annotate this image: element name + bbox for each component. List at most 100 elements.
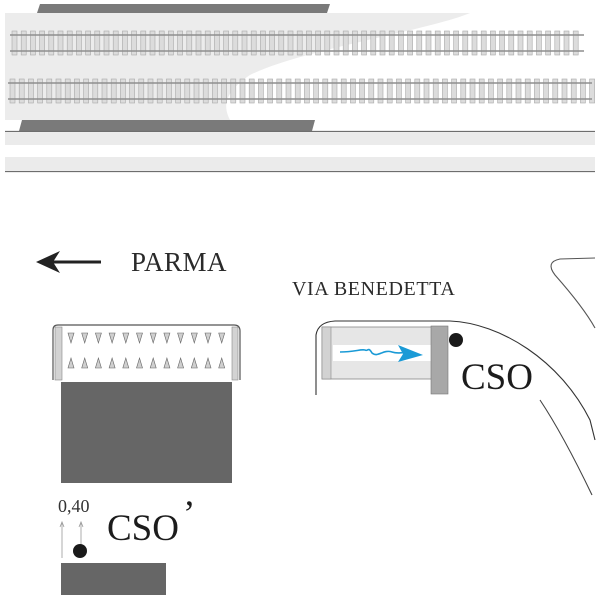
manhole-dot-secondary-icon: [73, 544, 87, 558]
sleeper: [186, 30, 193, 56]
sleeper: [92, 78, 99, 104]
grate-drop-icon: [177, 332, 185, 345]
sleeper: [276, 78, 283, 104]
sleeper: [37, 78, 43, 104]
grate-drop-icon: [204, 332, 212, 345]
sleeper: [258, 78, 264, 104]
grate-structure: [52, 324, 241, 381]
sleeper: [444, 30, 450, 56]
sleeper: [563, 30, 570, 56]
sleeper: [120, 78, 126, 104]
sleeper: [232, 30, 239, 56]
grate-drop-icon: [190, 356, 198, 369]
track-1: [10, 30, 584, 56]
sleeper: [138, 78, 145, 104]
sleeper: [460, 78, 467, 104]
sleeper: [352, 30, 358, 56]
grate-drop-icon: [218, 356, 226, 369]
sleeper: [239, 78, 246, 104]
sleeper: [129, 78, 135, 104]
sleeper: [147, 78, 154, 104]
road-band-2: [5, 157, 595, 170]
sleeper: [545, 30, 551, 56]
sleeper: [177, 30, 183, 56]
sleeper: [572, 30, 579, 56]
track-2: [8, 78, 595, 104]
grate-drop-icon: [108, 356, 116, 369]
cso-secondary-text: CSO: [107, 508, 179, 549]
sleeper: [451, 78, 457, 104]
sleeper: [490, 30, 496, 56]
sleeper: [103, 30, 110, 56]
sleeper: [331, 78, 338, 104]
sleeper: [469, 78, 476, 104]
sleeper: [204, 30, 211, 56]
sleeper: [432, 78, 439, 104]
sleeper: [398, 30, 404, 56]
sleeper: [350, 78, 356, 104]
sleeper: [386, 78, 393, 104]
grate-drop-icon: [81, 332, 89, 345]
sleeper: [359, 78, 365, 104]
grate-drop-icon: [163, 332, 171, 345]
sleeper: [368, 78, 375, 104]
sleeper: [552, 78, 559, 104]
sleeper: [18, 78, 25, 104]
sleeper: [524, 78, 531, 104]
sleeper: [416, 30, 423, 56]
grate-drop-icon: [177, 356, 185, 369]
dimension-label: 0,40: [58, 496, 90, 516]
sleeper: [434, 30, 441, 56]
sleeper: [414, 78, 421, 104]
sleeper: [20, 30, 27, 56]
sleeper: [534, 78, 540, 104]
sleeper: [536, 30, 542, 56]
sleeper: [94, 30, 101, 56]
sleeper: [168, 30, 174, 56]
arrow-left-icon: [36, 251, 101, 273]
sleeper: [589, 78, 595, 104]
cso-label: CSO: [461, 357, 533, 398]
sleeper: [554, 30, 561, 56]
sleeper: [333, 30, 340, 56]
sleeper: [423, 78, 430, 104]
sleeper: [388, 30, 395, 56]
grate-drop-icon: [108, 332, 116, 345]
sleeper: [322, 78, 329, 104]
sleeper: [342, 30, 349, 56]
grate-drop-icon: [136, 356, 143, 369]
sleeper: [580, 78, 586, 104]
sleeper: [324, 30, 331, 56]
sleeper: [149, 30, 156, 56]
sleeper: [287, 30, 294, 56]
sleeper: [83, 78, 89, 104]
sleeper: [158, 30, 165, 56]
sleeper: [195, 30, 202, 56]
sleeper: [442, 78, 448, 104]
sleeper: [515, 78, 522, 104]
sleeper: [85, 30, 91, 56]
sleeper: [278, 30, 285, 56]
sleeper: [39, 30, 45, 56]
road-band-1: [5, 133, 595, 145]
grate-drop-icon: [163, 356, 171, 369]
sleeper: [453, 30, 459, 56]
sleeper: [315, 30, 321, 56]
street-label: VIA BENEDETTA: [292, 278, 456, 300]
sleeper: [407, 30, 413, 56]
sleeper: [570, 78, 577, 104]
flow-arrow-icon: [339, 345, 423, 362]
sleeper: [480, 30, 487, 56]
grate-drop-icon: [149, 332, 157, 345]
sleeper: [260, 30, 266, 56]
sleeper: [214, 30, 220, 56]
sleeper: [370, 30, 377, 56]
sleeper: [55, 78, 62, 104]
sleeper: [64, 78, 71, 104]
sleeper: [340, 78, 347, 104]
sleeper: [46, 78, 53, 104]
sleeper: [543, 78, 549, 104]
sleeper: [11, 30, 18, 56]
track-area: [5, 13, 470, 120]
